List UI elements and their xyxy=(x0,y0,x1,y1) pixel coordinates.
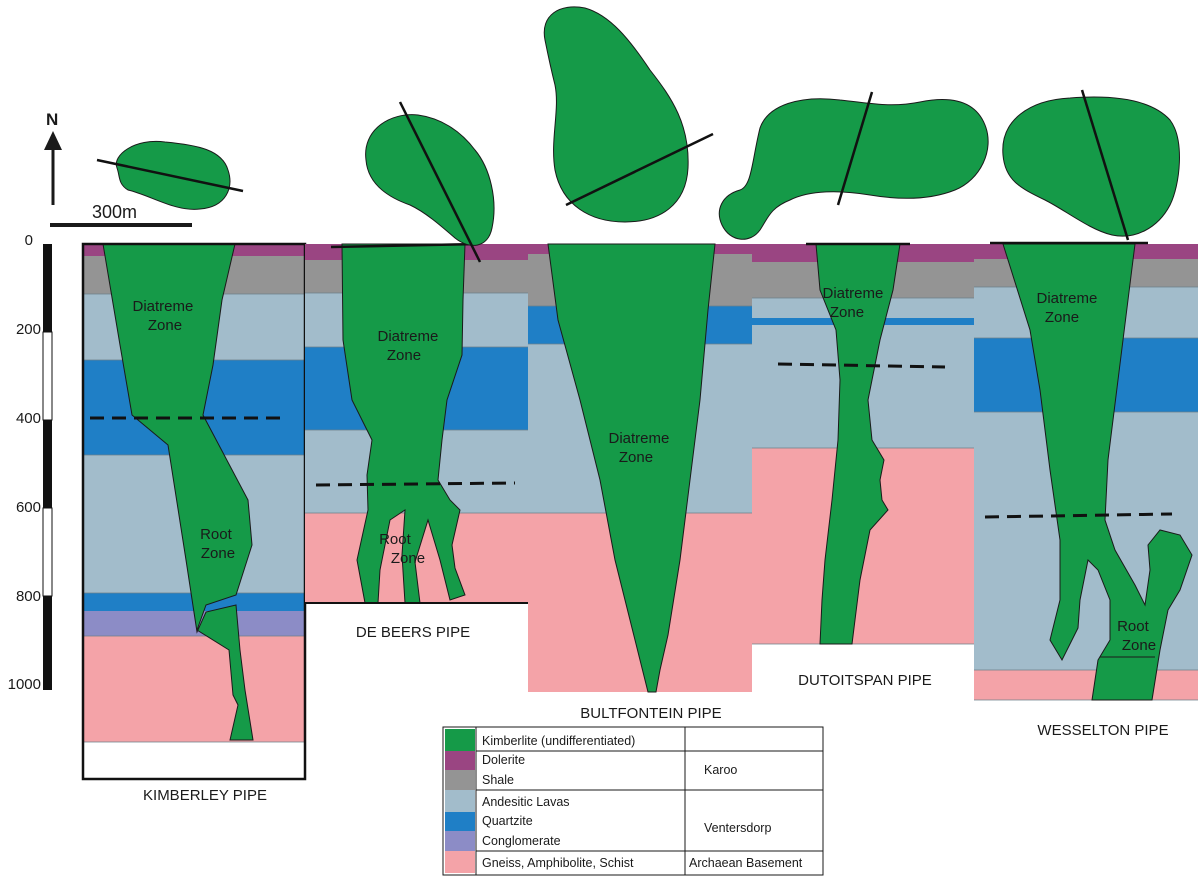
depth-tick-label: 800 xyxy=(16,588,41,605)
legend-label: Andesitic Lavas xyxy=(482,795,570,809)
diatreme-root-boundary xyxy=(984,512,1173,519)
depth-axis: 0 200 400 600 800 1000 xyxy=(8,232,53,693)
bultfontein-pipe-section: Diatreme Zone BULTFONTEIN PIPE xyxy=(528,243,752,722)
pipe-name-label: DUTOITSPAN PIPE xyxy=(798,672,932,689)
legend-swatch xyxy=(445,770,475,790)
kimberlite-body xyxy=(547,243,716,693)
legend-swatch xyxy=(445,751,475,770)
legend-label: Conglomerate xyxy=(482,834,561,848)
legend-group-label: Karoo xyxy=(704,763,737,777)
legend-label: Gneiss, Amphibolite, Schist xyxy=(482,856,634,870)
root-zone-label: Root Zone xyxy=(200,526,236,562)
pipe-name-label: KIMBERLEY PIPE xyxy=(143,787,267,804)
dutoitspan-pipe-section: Diatreme Zone DUTOITSPAN PIPE xyxy=(752,242,974,689)
north-arrow: N xyxy=(44,110,62,205)
depth-tick-label: 1000 xyxy=(8,676,41,693)
depth-tick-label: 600 xyxy=(16,499,41,516)
kimberlite-body xyxy=(102,243,254,741)
wesselton-pipe-section: Diatreme Zone Root Zone WESSELTON PIPE xyxy=(974,241,1198,739)
pipe-name-label: WESSELTON PIPE xyxy=(1037,722,1168,739)
north-label: N xyxy=(46,110,58,129)
root-zone-label: Root Zone xyxy=(379,531,425,567)
kimberlite-body xyxy=(1002,243,1193,701)
kimberlite-body xyxy=(815,243,901,645)
diatreme-root-boundary xyxy=(777,362,946,369)
legend-group-label: Ventersdorp xyxy=(704,821,771,835)
debeers-pipe-section: Diatreme Zone Root Zone DE BEERS PIPE xyxy=(305,242,528,641)
depth-tick-label: 0 xyxy=(25,232,33,249)
legend-label: Kimberlite (undifferentiated) xyxy=(482,734,635,748)
legend-group-label: Archaean Basement xyxy=(689,856,803,870)
scale-bar: 300m xyxy=(50,202,192,227)
pipe-name-label: BULTFONTEIN PIPE xyxy=(580,705,721,722)
legend-swatch xyxy=(445,790,475,812)
diatreme-zone-label: Diatreme Zone xyxy=(377,328,442,364)
plan-view-wesselton xyxy=(1002,89,1180,241)
legend-swatch xyxy=(445,851,475,873)
legend: Kimberlite (undifferentiated) Dolerite S… xyxy=(442,726,824,876)
legend-label: Shale xyxy=(482,773,514,787)
diatreme-zone-label: Diatreme Zone xyxy=(608,430,673,466)
diatreme-root-boundary xyxy=(315,481,516,487)
legend-swatch xyxy=(445,812,475,831)
diatreme-zone-label: Diatreme Zone xyxy=(822,285,887,321)
plan-view-dutoitspan xyxy=(718,91,989,240)
root-zone-label: Root Zone xyxy=(1117,618,1156,654)
plan-view-debeers xyxy=(365,101,495,263)
plan-view-bultfontein xyxy=(543,6,714,223)
scale-label: 300m xyxy=(92,202,137,222)
kimberley-pipe-section: Diatreme Zone Root Zone KIMBERLEY PIPE xyxy=(81,242,307,804)
plan-view-kimberley xyxy=(96,140,244,210)
pipe-name-label: DE BEERS PIPE xyxy=(356,624,470,641)
legend-swatch xyxy=(445,831,475,851)
legend-swatch xyxy=(445,729,475,751)
kimberlite-body xyxy=(341,243,466,604)
diatreme-zone-label: Diatreme Zone xyxy=(1036,290,1101,326)
depth-tick-label: 200 xyxy=(16,321,41,338)
legend-label: Dolerite xyxy=(482,753,525,767)
legend-label: Quartzite xyxy=(482,814,533,828)
depth-tick-label: 400 xyxy=(16,410,41,427)
diatreme-zone-label: Diatreme Zone xyxy=(132,298,197,334)
